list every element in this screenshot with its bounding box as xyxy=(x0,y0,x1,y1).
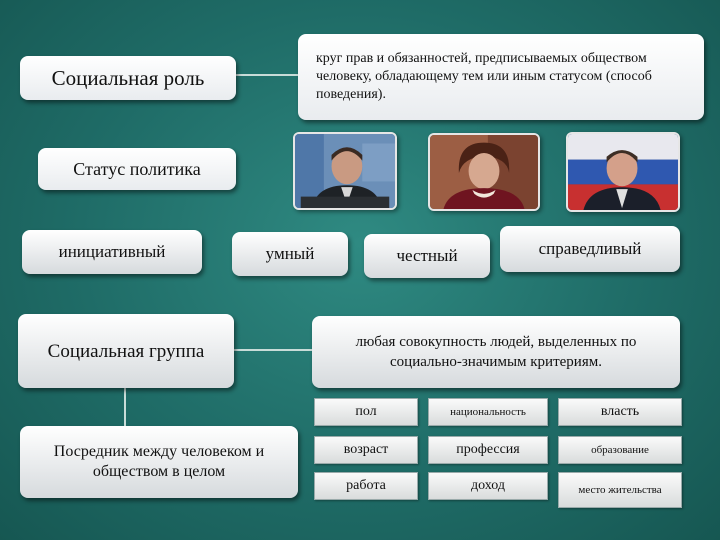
quality-initiative-text: инициативный xyxy=(58,242,166,261)
criterion-nationality: национальность xyxy=(428,398,548,426)
quality-initiative: инициативный xyxy=(22,230,202,274)
criterion-residence: место жительства xyxy=(558,472,682,508)
status-title-text: Статус политика xyxy=(73,158,201,179)
connector-line-role xyxy=(236,74,298,76)
quality-fair-text: справедливый xyxy=(538,239,642,258)
status-title: Статус политика xyxy=(38,148,236,190)
criterion-age: возраст xyxy=(314,436,418,464)
criterion-work: работа xyxy=(314,472,418,500)
quality-fair: справедливый xyxy=(500,226,680,272)
social-role-definition: круг прав и обязанностей, предписываемых… xyxy=(298,34,704,120)
criterion-nationality-text: национальность xyxy=(450,405,526,418)
criterion-power-text: власть xyxy=(600,404,640,419)
connector-line-mediator xyxy=(124,388,126,428)
social-role-title-text: Социальная роль xyxy=(51,65,205,90)
criterion-profession-text: профессия xyxy=(456,442,520,457)
quality-honest-text: честный xyxy=(396,246,458,265)
criterion-age-text: возраст xyxy=(343,442,389,457)
connector-line-group xyxy=(232,349,314,351)
criterion-education: образование xyxy=(558,436,682,464)
quality-honest: честный xyxy=(364,234,490,278)
criterion-education-text: образование xyxy=(591,443,649,456)
social-group-mediator: Посредник между человеком и обществом в … xyxy=(20,426,298,498)
social-group-title: Социальная группа xyxy=(18,314,234,388)
criterion-work-text: работа xyxy=(346,478,386,493)
social-role-definition-text: круг прав и обязанностей, предписываемых… xyxy=(316,51,652,102)
quality-smart: умный xyxy=(232,232,348,276)
criterion-residence-text: место жительства xyxy=(578,483,662,496)
social-group-title-text: Социальная группа xyxy=(47,340,205,362)
politician-photo-2 xyxy=(428,133,540,211)
criterion-sex-text: пол xyxy=(355,404,377,419)
criterion-income-text: доход xyxy=(471,478,505,493)
criterion-sex: пол xyxy=(314,398,418,426)
criterion-profession: профессия xyxy=(428,436,548,464)
social-role-title: Социальная роль xyxy=(20,56,236,100)
social-group-mediator-text: Посредник между человеком и обществом в … xyxy=(53,443,265,480)
criterion-income: доход xyxy=(428,472,548,500)
criterion-power: власть xyxy=(558,398,682,426)
politician-photo-3 xyxy=(566,132,680,212)
social-group-definition-text: любая совокупность людей, выделенных по … xyxy=(355,334,637,370)
social-group-definition: любая совокупность людей, выделенных по … xyxy=(312,316,680,388)
politician-photo-1 xyxy=(293,132,397,210)
quality-smart-text: умный xyxy=(265,244,315,263)
